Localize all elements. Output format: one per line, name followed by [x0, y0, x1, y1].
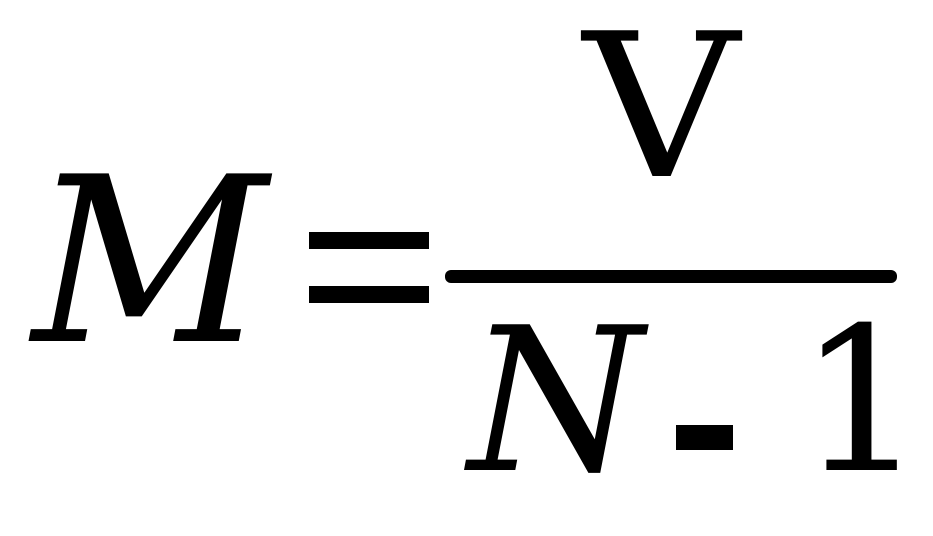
denominator-number: 1 — [798, 285, 926, 518]
fraction-denominator: N 1 — [468, 285, 925, 518]
equals-bottom-bar — [309, 286, 429, 303]
equals-top-bar — [309, 232, 429, 249]
fraction-bar — [445, 270, 897, 283]
minus-sign — [676, 425, 733, 450]
fraction-numerator: V — [583, 0, 739, 224]
formula-lhs: M — [32, 129, 268, 396]
denominator-variable: N — [468, 285, 643, 518]
